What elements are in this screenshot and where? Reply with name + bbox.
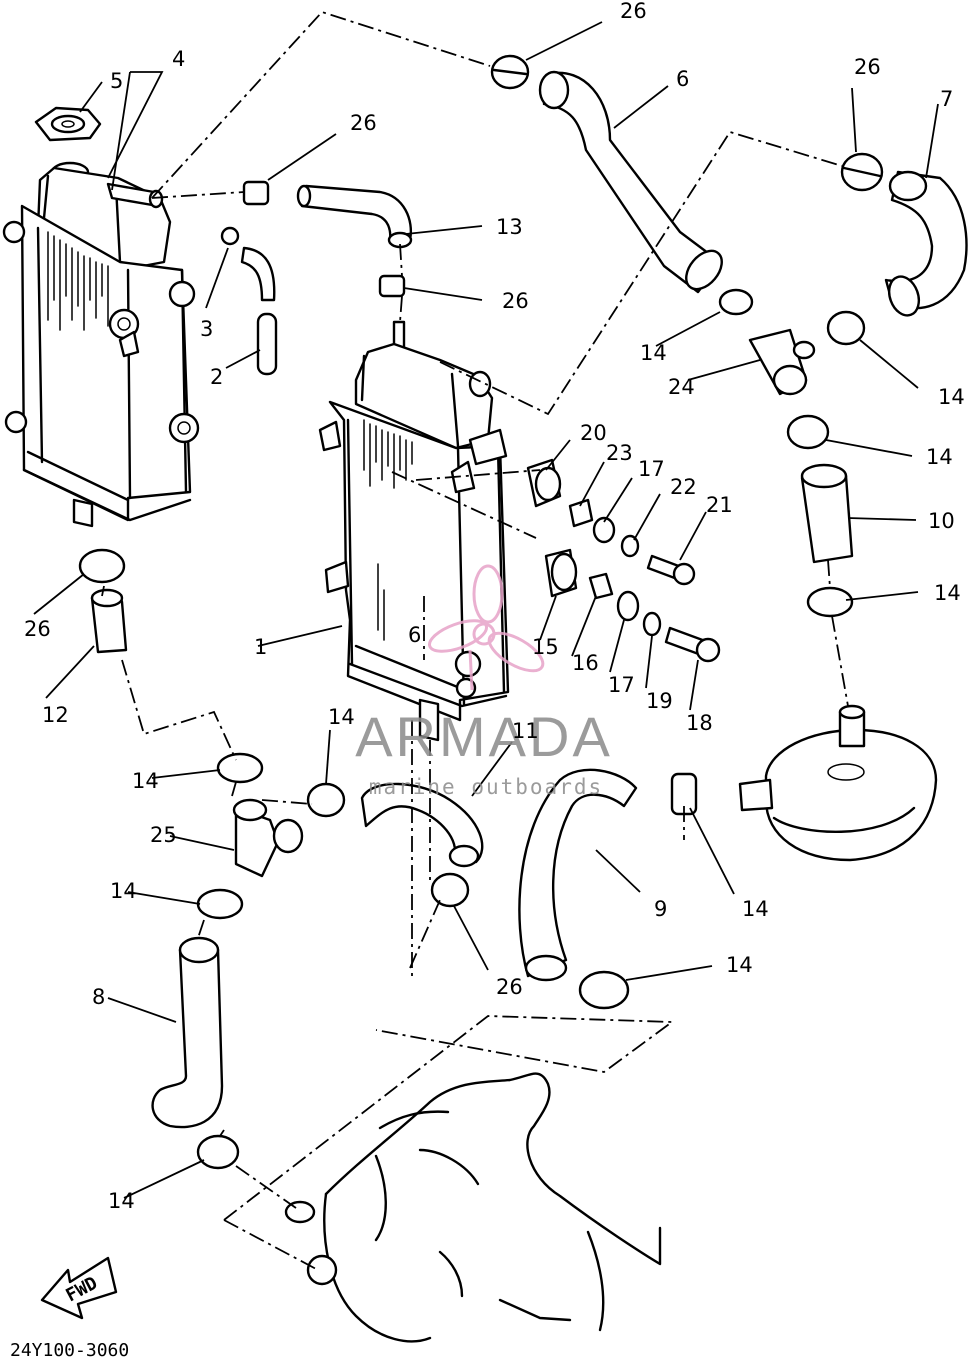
callout-label-14-bottom: 14 [108,1189,135,1213]
callout-label: 4 [172,47,185,71]
clamp-26-bottom [430,872,470,908]
callout-label: 11 [512,719,539,743]
clamp-14-h [196,888,244,920]
callout-label: 13 [496,215,523,239]
callout-label: 17 [638,457,665,481]
callout-label: 23 [606,441,633,465]
clamp-14-a [718,288,754,316]
callout-label: 14 [726,953,753,977]
callout-label: 14 [926,445,953,469]
hose-2 [240,246,278,376]
clamp-26-a [242,180,270,206]
callout-label: 14 [110,879,137,903]
hose-7 [884,170,968,317]
callout-label: 19 [646,689,673,713]
hose-9 [518,768,638,982]
callout-label: 26 [854,55,881,79]
callout-label: 20 [580,421,607,445]
watermark-brand: ARMADA [355,705,613,768]
clamp-26-b [378,274,406,298]
callout-label: 14 [934,581,961,605]
callout-label: 22 [670,475,697,499]
forward-direction-arrow: FWD [40,1256,118,1320]
clamp-26-right [840,152,884,192]
right-radiator [318,320,510,742]
callout-label: 6 [408,623,421,647]
callout-label: 26 [496,975,523,999]
callout-label: 26 [350,111,377,135]
joint-25 [232,798,304,878]
callout-label: 25 [150,823,177,847]
clamp-14-c [786,414,830,450]
callout-label: 18 [686,711,713,735]
left-radiator [2,106,200,528]
callout-label: 14 [328,705,355,729]
clamps [78,54,884,1170]
callout-label: 5 [110,69,123,93]
callout-label: 14 [938,385,965,409]
callout-label: 7 [940,87,953,111]
callout-label: 14 [742,897,769,921]
joint-24 [748,328,816,396]
assembly-lines [101,10,849,1271]
callout-label: 2 [210,365,223,389]
callout-label: 10 [928,509,955,533]
hose-11 [360,782,484,868]
callout-label: 15 [532,635,559,659]
callout-label: 1 [254,635,267,659]
hose-8 [151,936,224,1129]
water-pump-cover [738,704,938,862]
callout-label: 14 [132,769,159,793]
callout-label: 9 [654,897,667,921]
clamp-14-f [306,782,346,818]
callout-label: 24 [668,375,695,399]
callout-label: 6 [676,67,689,91]
callout-label: 12 [42,703,69,727]
hose-6 [538,70,723,294]
clamp-14-i [578,970,630,1010]
drawing-code: 24Y100-3060 [10,1340,129,1361]
callout-label: 3 [200,317,213,341]
propeller-logo [428,564,545,691]
hose-12 [90,588,128,654]
clamp-14-d [806,586,854,618]
engine-case [284,1072,662,1343]
callout-labels: 26 6 26 7 5 4 26 13 26 3 2 14 24 14 14 2… [24,0,965,1213]
leader-lines [33,21,939,1199]
hose-10 [800,463,854,564]
watermark: ARMADA marine outboards [355,564,613,799]
clamp-26-top [490,54,530,90]
clamp-14-j [196,1134,240,1170]
radiator-cap [34,106,102,142]
clamp-14-e [216,752,264,784]
callout-label: 16 [572,651,599,675]
callout-label: 26 [24,617,51,641]
callout-label: 21 [706,493,733,517]
callout-label: 26 [620,0,647,23]
callout-label: 26 [502,289,529,313]
callout-label: 17 [608,673,635,697]
callout-label: 14 [640,341,667,365]
watermark-tagline: marine outboards [369,775,603,799]
clamp-3 [220,226,240,246]
clamp-14-b [826,310,866,346]
callout-label: 8 [92,985,105,1009]
hose-13 [296,184,413,249]
clamp-26-left [78,548,126,584]
